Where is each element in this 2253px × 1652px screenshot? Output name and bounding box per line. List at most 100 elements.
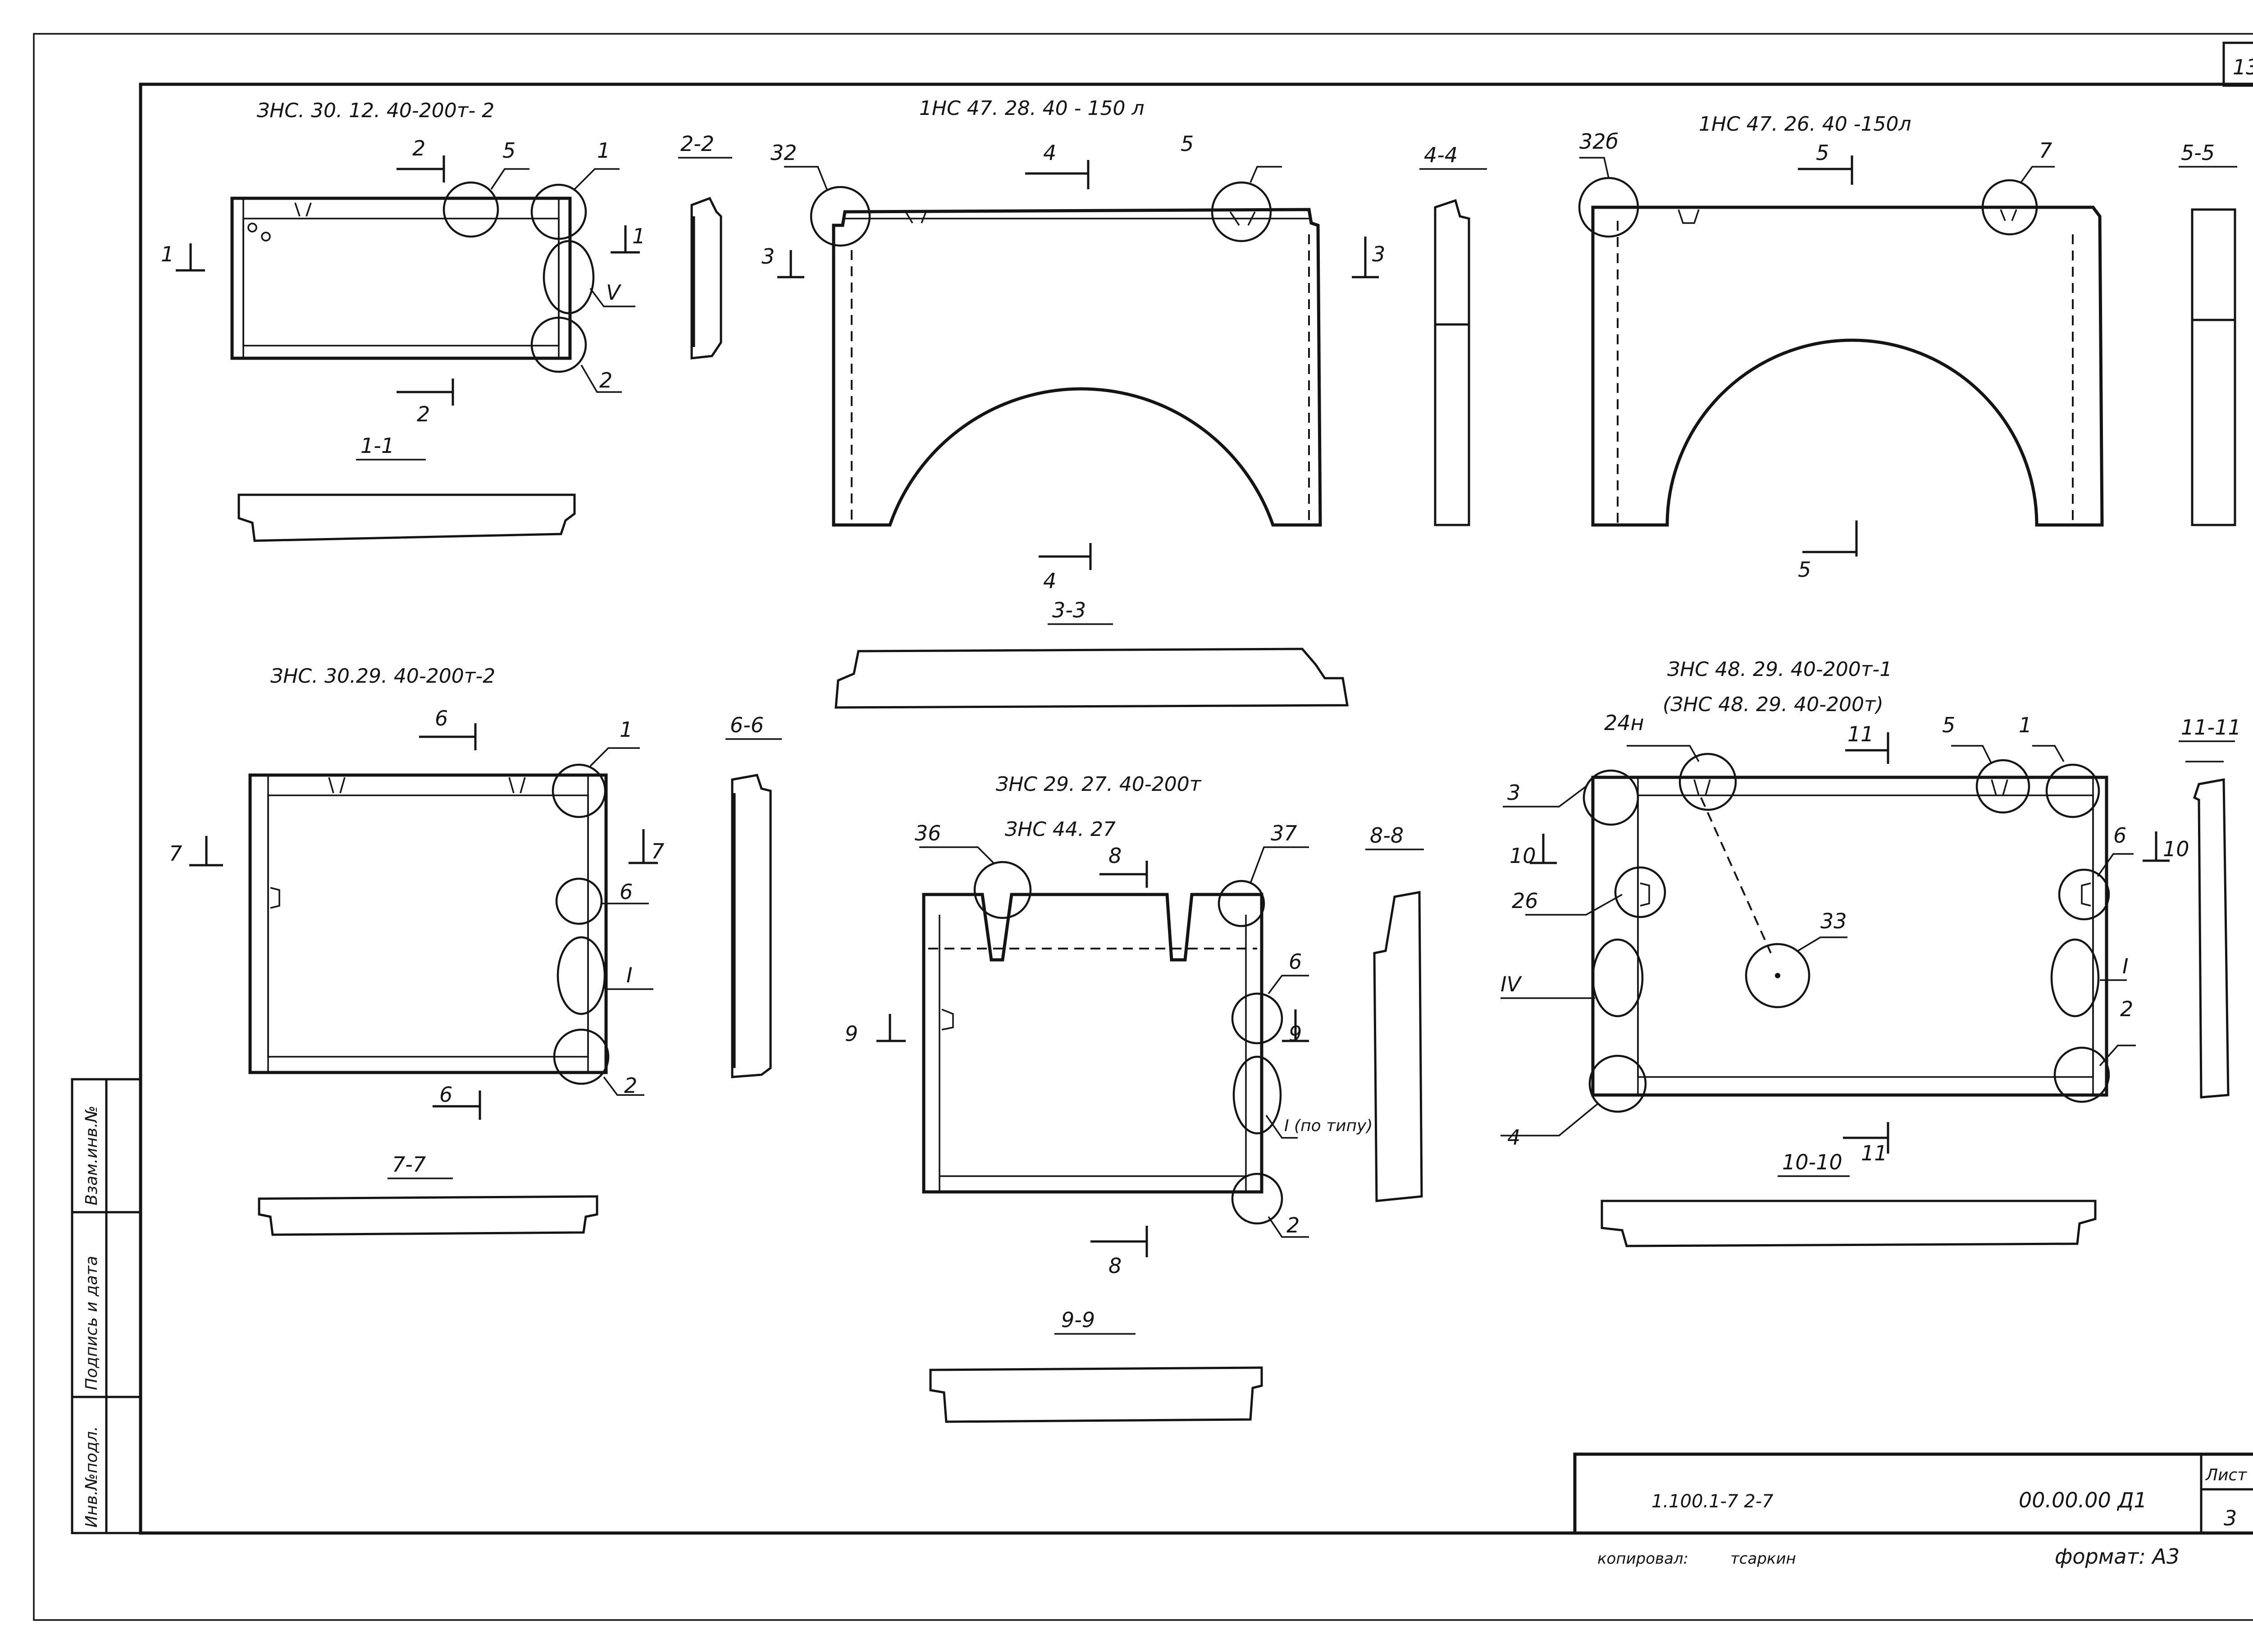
panel-6-callout-6: 6 — [2113, 823, 2126, 848]
panel-6-section-side-label: 11-11 — [2181, 715, 2241, 739]
panel-5-cut-right: 9 — [1289, 1022, 1302, 1046]
panel-6-cut-bottom: 11 — [1861, 1141, 1888, 1165]
panel-6-subtitle: (ЗНС 48. 29. 40-200т) — [1663, 693, 1884, 716]
panel-2-cut-left: 3 — [762, 244, 775, 269]
panel-6-callout-I: I — [2122, 954, 2129, 978]
side-stamp — [71, 1078, 142, 1534]
panel-2-cut-right: 3 — [1372, 242, 1385, 266]
panel-4-cut-top: 6 — [435, 706, 448, 730]
title-block-sheet-number: 3 — [2224, 1506, 2237, 1530]
panel-5-callout-I: I (по типу) — [1284, 1117, 1373, 1135]
title-block-doc-number: 00.00.00 Д1 — [2019, 1488, 2147, 1512]
panel-4-section-profile — [258, 1195, 598, 1236]
panel-1-section-main-label: 1-1 — [360, 434, 394, 458]
panel-3-cut-bottom: 5 — [1798, 557, 1811, 582]
sheet-frame — [33, 33, 2253, 1621]
panel-3-side-profile — [2191, 208, 2236, 526]
panel-1-side-profile — [690, 196, 722, 360]
panel-4-section-main-label: 7-7 — [392, 1152, 426, 1177]
panel-1-callout-5: 5 — [502, 138, 515, 163]
panel-2-cut-top: 4 — [1043, 141, 1056, 165]
panel-1-title: ЗНС. 30. 12. 40-200т- 2 — [257, 99, 494, 122]
panel-5-cut-left: 9 — [845, 1022, 858, 1046]
panel-5-callout-6: 6 — [1289, 949, 1302, 974]
panel-6-callout-5: 5 — [1942, 713, 1955, 737]
panel-6-cut-left: 10 — [1510, 844, 1536, 868]
panel-4-section-side-label: 6-6 — [730, 713, 764, 737]
side-stamp-inv-podl: Инв.№подл. — [82, 1426, 101, 1528]
panel-1-section-profile — [237, 493, 576, 542]
panel-2-section-side-label: 4-4 — [1424, 143, 1458, 167]
panel-4-cut-right: 7 — [651, 839, 664, 863]
panel-2-drawing — [777, 160, 1379, 570]
panel-1-section-side-label: 2-2 — [680, 132, 714, 156]
panel-1-cut-top: 2 — [412, 136, 425, 160]
panel-2-callout-5: 5 — [1181, 132, 1194, 156]
panel-2-side-profile — [1434, 199, 1470, 526]
panel-6-callout-3: 3 — [1507, 780, 1520, 805]
panel-5-cut-bottom: 8 — [1108, 1254, 1122, 1278]
panel-5-section-side-label: 8-8 — [1370, 823, 1404, 848]
panel-6-callout-24n: 24н — [1604, 711, 1644, 735]
panel-5-callout-37: 37 — [1271, 821, 1297, 845]
panel-5-section-profile — [929, 1366, 1263, 1423]
panel-1-cut-right: 1 — [632, 224, 645, 248]
panel-1-cut-left: 1 — [161, 242, 174, 266]
panel-2-section-profile — [835, 648, 1349, 709]
panel-3-callout-7: 7 — [2039, 138, 2052, 163]
panel-3-drawing — [1578, 155, 2104, 557]
panel-6-callout-26: 26 — [1512, 889, 1538, 913]
panel-5-subtitle: ЗНС 44. 27 — [1005, 818, 1116, 841]
panel-6-cut-right: 10 — [2163, 837, 2189, 861]
panel-2-title: 1НС 47. 28. 40 - 150 л — [919, 97, 1145, 120]
panel-3-cut-top: 5 — [1816, 141, 1829, 165]
corner-sheet-number: 13 — [2233, 55, 2253, 79]
panel-1-cut-bottom: 2 — [417, 402, 430, 426]
panel-4-title: ЗНС. 30.29. 40-200т-2 — [270, 665, 495, 688]
panel-2-callout-32: 32 — [771, 141, 797, 165]
panel-6-callout-1: 1 — [2019, 713, 2032, 737]
panel-4-callout-6: 6 — [620, 880, 633, 904]
title-block-doc-code: 1.100.1-7 2-7 — [1651, 1491, 1774, 1512]
panel-1-drawing — [176, 155, 640, 406]
panel-6-drawing — [1500, 732, 2170, 1154]
panel-3-section-side-label: 5-5 — [2181, 141, 2215, 165]
title-block — [1573, 1452, 2253, 1535]
panel-1-callout-V: V — [606, 280, 622, 305]
panel-5-callout-2: 2 — [1286, 1213, 1300, 1237]
panel-6-callout-33: 33 — [1820, 909, 1847, 933]
panel-4-callout-2: 2 — [624, 1073, 637, 1098]
panel-4-callout-I: I — [626, 963, 633, 987]
panel-4-drawing — [189, 723, 658, 1120]
panel-1-callout-1: 1 — [597, 138, 610, 163]
panel-6-title: ЗНС 48. 29. 40-200т-1 — [1667, 658, 1892, 681]
panel-4-callout-1: 1 — [620, 717, 633, 742]
panel-6-side-profile — [2193, 778, 2230, 1099]
panel-4-cut-bottom: 6 — [439, 1082, 452, 1107]
panel-3-callout-32b: 32б — [1579, 129, 1619, 154]
panel-2-section-main-label: 3-3 — [1052, 598, 1086, 622]
panel-5-drawing — [876, 846, 1309, 1257]
panel-5-cut-top: 8 — [1108, 844, 1122, 868]
panel-3-title: 1НС 47. 26. 40 -150л — [1699, 113, 1911, 136]
panel-2-cut-bottom: 4 — [1043, 569, 1056, 593]
panel-5-callout-36: 36 — [915, 821, 941, 845]
panel-6-callout-IV: IV — [1500, 972, 1523, 996]
panel-6-callout-2: 2 — [2120, 997, 2133, 1021]
panel-6-section-main-label: 10-10 — [1782, 1150, 1843, 1174]
panel-5-title: ЗНС 29. 27. 40-200т — [996, 773, 1202, 796]
panel-6-callout-4: 4 — [1507, 1125, 1520, 1150]
panel-1-callout-2: 2 — [599, 368, 612, 392]
panel-6-section-profile — [1601, 1200, 2097, 1247]
copied-by-signature: тсаркин — [1730, 1550, 1796, 1568]
format-label: формат: А3 — [2055, 1544, 2180, 1569]
panel-5-side-profile — [1373, 891, 1423, 1202]
side-stamp-replace-inv: Взам.инв.№ — [82, 1105, 101, 1205]
side-stamp-signature-date: Подпись и дата — [82, 1256, 101, 1390]
panel-6-cut-top: 11 — [1847, 722, 1874, 746]
panel-5-section-main-label: 9-9 — [1061, 1308, 1095, 1332]
title-block-sheet-label: Лист — [2205, 1466, 2247, 1484]
panel-4-side-profile — [731, 774, 772, 1078]
copied-by-label: копировал: — [1597, 1550, 1688, 1568]
